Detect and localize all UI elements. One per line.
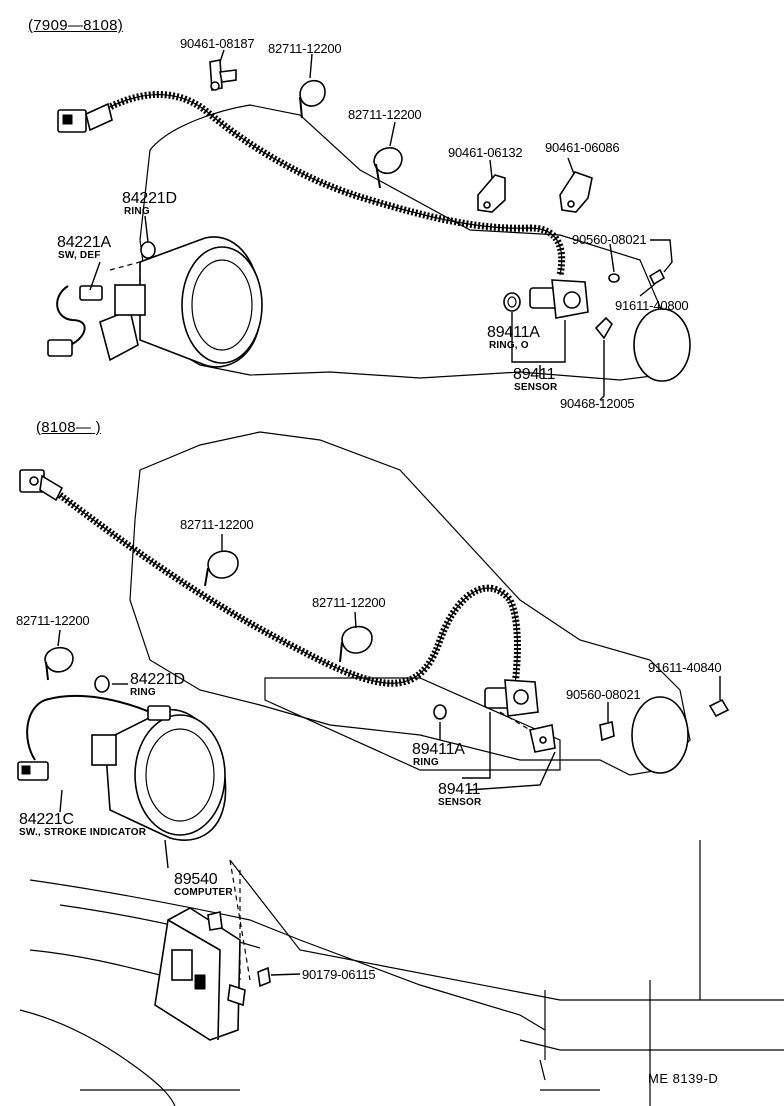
label-84221A: 84221A (57, 234, 111, 251)
top-od-drum (99, 236, 263, 368)
label-90179-06115: 90179-06115 (302, 967, 376, 982)
top-clamp-a (299, 79, 326, 119)
label-91611-40800: 91611-40800 (615, 298, 689, 313)
bottom-ring-84221D (94, 675, 110, 693)
label-89411A-bottom-desc: RING (413, 757, 439, 768)
top-clamp-08187 (209, 59, 237, 91)
reference-code: ME 8139-D (648, 1071, 719, 1086)
top-ring-84221D (140, 241, 156, 259)
label-89411-top-desc: SENSOR (514, 382, 558, 393)
label-82711-12200-bottom-b: 82711-12200 (312, 595, 386, 610)
section-bottom-heading: (8108— ) (36, 419, 101, 436)
label-84221A-desc: SW, DEF (58, 250, 101, 261)
label-84221D-bottom: 84221D (130, 671, 185, 688)
label-90461-06086: 90461-06086 (545, 140, 620, 155)
computer-unit (154, 907, 246, 1041)
top-clamp-b (373, 147, 403, 189)
label-84221C: 84221C (19, 811, 74, 828)
label-90560-08021-bottom: 90560-08021 (566, 687, 641, 702)
bottom-section-drawing (17, 431, 784, 1106)
label-90461-06132: 90461-06132 (448, 145, 523, 160)
label-89411A-top: 89411A (487, 324, 540, 341)
top-transmission-outline (139, 104, 671, 381)
top-section-drawing (47, 49, 691, 401)
car-body-outline (19, 840, 784, 1106)
top-bracket-06132 (477, 174, 506, 213)
label-84221D-bottom-desc: RING (130, 687, 156, 698)
top-def-switch (47, 261, 141, 357)
bottom-connector (19, 469, 64, 502)
label-82711-12200-bottom-c: 82711-12200 (16, 613, 90, 628)
bottom-od-drum (91, 708, 227, 841)
label-84221C-desc: SW., STROKE INDICATOR (19, 827, 147, 838)
bottom-tail-housing (631, 696, 689, 774)
top-tail-housing (633, 308, 691, 382)
label-90560-08021-top: 90560-08021 (572, 232, 647, 247)
top-bracket-06086 (559, 171, 593, 213)
label-82711-12200-bottom-a: 82711-12200 (180, 517, 254, 532)
label-84221D-top: 84221D (122, 190, 177, 207)
label-91611-40840: 91611-40840 (648, 660, 722, 675)
label-82711-12200-top-b: 82711-12200 (348, 107, 422, 122)
label-84221D-top-desc: RING (124, 206, 150, 217)
bottom-clamp-c (44, 646, 74, 681)
label-82711-12200-top-a: 82711-12200 (268, 41, 342, 56)
bottom-clamp-a (204, 550, 239, 587)
label-89540-desc: COMPUTER (174, 887, 233, 898)
label-89411A-top-desc: RING, O (489, 340, 529, 351)
section-top-heading: (7909—8108) (28, 17, 124, 34)
label-89411-bottom: 89411 (438, 781, 481, 798)
label-90461-08187: 90461-08187 (180, 36, 255, 51)
bottom-clamp-b (339, 625, 373, 663)
bottom-speed-sensor (433, 679, 556, 753)
top-speed-sensor (503, 279, 589, 319)
label-89411-bottom-desc: SENSOR (438, 797, 482, 808)
label-89411-top: 89411 (513, 366, 556, 383)
top-connector (57, 102, 113, 133)
label-90468-12005: 90468-12005 (560, 396, 635, 411)
label-89411A-bottom: 89411A (412, 741, 465, 758)
label-89540: 89540 (174, 871, 218, 888)
bottom-transmission-outline (129, 431, 691, 776)
bottom-stroke-switch (17, 694, 171, 781)
